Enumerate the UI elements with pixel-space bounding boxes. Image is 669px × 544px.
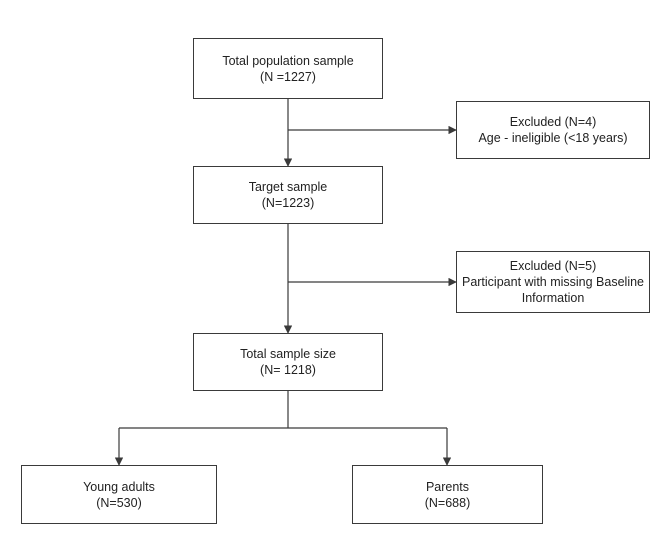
node-title: Excluded (N=4) (509, 115, 597, 129)
node-title: Total population sample (222, 53, 354, 68)
node-young-adults: Young adults (N=530) (21, 465, 217, 524)
node-title: Target sample (248, 180, 328, 194)
node-title: Parents (425, 479, 470, 494)
node-target-sample: Target sample (N=1223) (193, 166, 383, 224)
node-title: Excluded (N=5) (509, 259, 597, 273)
node-excluded-age-ineligible: Excluded (N=4) Age - ineligible (<18 yea… (456, 101, 650, 159)
node-excluded-missing-baseline: Excluded (N=5) Participant with missing … (456, 251, 650, 313)
node-count: (N=688) (424, 495, 471, 510)
node-count: (N=1223) (261, 196, 315, 210)
node-reason: Age - ineligible (<18 years) (478, 131, 628, 145)
node-reason: Participant with missing Baseline (461, 275, 645, 289)
node-total-population-sample: Total population sample (N =1227) (193, 38, 383, 99)
node-total-sample-size: Total sample size (N= 1218) (193, 333, 383, 391)
node-title: Young adults (83, 479, 155, 494)
node-count: (N =1227) (260, 69, 316, 84)
node-parents: Parents (N=688) (352, 465, 543, 524)
node-reason-continued: Information (521, 291, 585, 305)
node-title: Total sample size (240, 347, 336, 361)
node-count: (N=530) (96, 495, 142, 510)
node-count: (N= 1218) (260, 363, 316, 377)
